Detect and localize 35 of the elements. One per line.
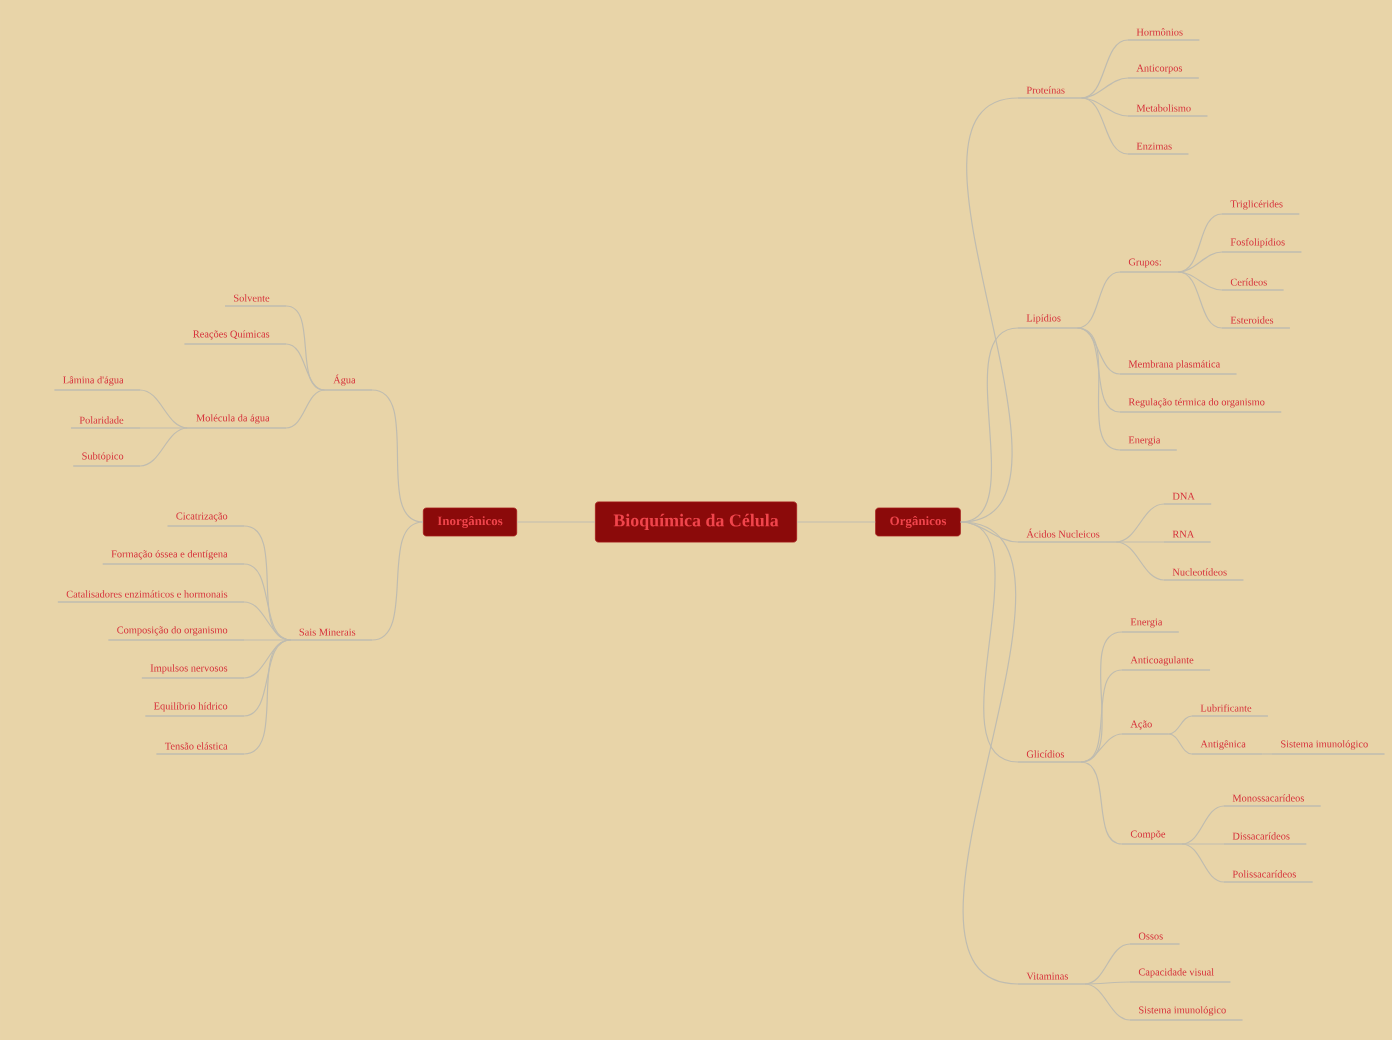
connector-line	[1080, 97, 1129, 155]
connector-line	[1168, 733, 1193, 755]
connector-line	[1084, 981, 1131, 985]
connector-line	[1177, 251, 1223, 273]
connector-line	[243, 639, 292, 717]
connector-line	[243, 601, 292, 641]
connector-line	[1080, 77, 1129, 99]
connector-line	[1177, 213, 1223, 273]
connector-line	[960, 521, 1019, 985]
connector-line	[1076, 327, 1121, 451]
connector-line	[139, 389, 189, 429]
connector-line	[1115, 541, 1165, 581]
connector-line	[371, 521, 424, 641]
connector-line	[1076, 271, 1121, 329]
connector-line	[1080, 39, 1129, 99]
connector-line	[1181, 805, 1225, 845]
connector-line	[1080, 733, 1123, 763]
connector-line	[1115, 503, 1165, 543]
connector-line	[1181, 843, 1225, 883]
connector-line	[371, 389, 424, 523]
connector-line	[285, 305, 326, 391]
connector-line	[1177, 271, 1223, 291]
connector-line	[285, 343, 326, 391]
connector-line	[1084, 983, 1131, 1021]
connector-line	[285, 389, 326, 429]
connector-line	[1084, 943, 1131, 985]
connector-line	[1076, 327, 1121, 413]
connector-line	[960, 97, 1019, 523]
connector-line	[1177, 271, 1223, 329]
connector-line	[1168, 715, 1193, 735]
connector-line	[960, 327, 1019, 523]
central-topic-box: Bioquímica da Célula	[595, 501, 798, 543]
connector-line	[1080, 761, 1123, 845]
connector-line	[139, 427, 189, 467]
connector-line	[243, 639, 292, 755]
